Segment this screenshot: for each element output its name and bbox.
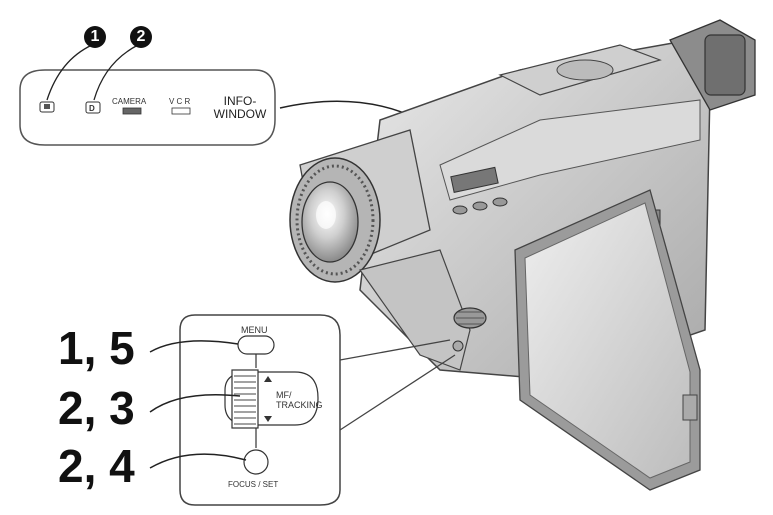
menu-label: MENU xyxy=(241,325,268,335)
d-indicator xyxy=(85,101,101,114)
camera-indicator xyxy=(122,107,142,115)
step-label-focus: 2, 4 xyxy=(58,440,135,492)
focus-set-button[interactable] xyxy=(243,449,269,475)
indicator-camera-label: CAMERA xyxy=(112,97,147,106)
info-window-panel xyxy=(19,44,276,146)
info-window-label: INFO- WINDOW xyxy=(213,94,267,121)
step-label-menu: 1, 5 xyxy=(58,322,135,374)
callout-1-badge: 1 xyxy=(84,26,106,48)
indicator-vcr-label: V C R xyxy=(169,97,191,106)
menu-button[interactable] xyxy=(237,335,275,355)
mf-tracking-label: MF/ TRACKING xyxy=(276,390,323,410)
focus-set-label: FOCUS / SET xyxy=(228,480,279,489)
control-panel-zoom xyxy=(149,314,456,506)
lcd-screen xyxy=(514,189,701,491)
indicator-d-label: D xyxy=(89,104,95,113)
callout-2-badge: 2 xyxy=(130,26,152,48)
step-label-dial: 2, 3 xyxy=(58,382,135,434)
vcr-indicator xyxy=(171,107,191,115)
mf-tracking-dial[interactable] xyxy=(231,369,259,429)
dial-down-arrow-icon xyxy=(264,416,272,422)
dial-up-arrow-icon xyxy=(264,376,272,382)
